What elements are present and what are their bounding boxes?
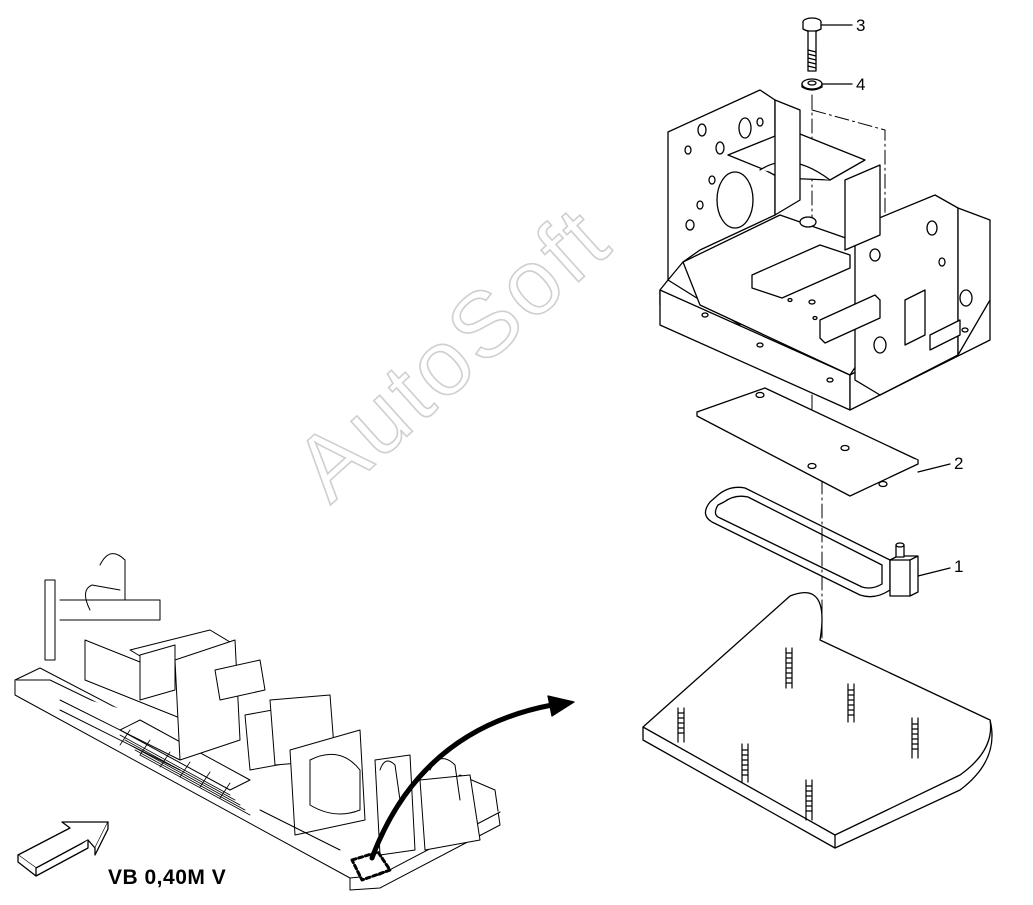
bracket-housing [659, 89, 991, 411]
heating-element [704, 486, 919, 598]
callout-1: 1 [954, 557, 964, 576]
highlight-marker [350, 850, 392, 882]
center-line-offset [811, 109, 886, 331]
cover-plate [696, 387, 919, 497]
bolt [802, 17, 822, 72]
screed-base-plate [642, 591, 993, 849]
callout-3: 3 [856, 16, 866, 35]
callout-2: 2 [954, 454, 964, 473]
callout-4: 4 [856, 75, 866, 94]
model-label: VB 0,40M V [108, 866, 227, 889]
housing-holes [684, 117, 973, 383]
leader-line-1 [917, 567, 951, 577]
leader-line-2 [917, 463, 951, 473]
threaded-studs [677, 647, 919, 821]
screed-overview [14, 553, 501, 891]
pointer-arrow [369, 695, 575, 861]
direction-arrow-icon [17, 821, 109, 877]
washer [801, 78, 823, 91]
walkway-grate [119, 729, 251, 816]
